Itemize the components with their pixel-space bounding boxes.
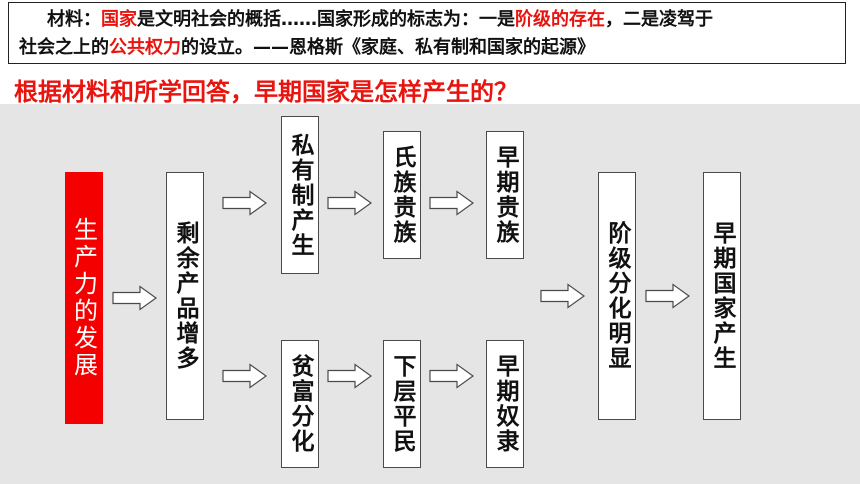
quote-text: 社会之上的 <box>19 37 109 58</box>
question-heading: 根据材料和所学回答，早期国家是怎样产生的？ <box>14 77 518 106</box>
upper-box-clan-nobility: 氏族贵族 <box>383 131 421 259</box>
quote-text: ，二是凌驾于 <box>605 9 713 30</box>
quote-highlight: 公共权力 <box>109 37 181 58</box>
right-arrow-icon <box>645 283 691 309</box>
quote-text: 是文明社会的概括……国家形成的标志为：一是 <box>137 9 515 30</box>
right-arrow-icon <box>429 190 475 216</box>
result-box-early-state: 早期国家产生 <box>703 172 741 420</box>
result-box-label: 早期国家产生 <box>709 221 735 371</box>
right-arrow-icon <box>540 283 586 309</box>
upper-box-label: 早期贵族 <box>492 145 518 245</box>
lower-box-wealth-gap: 贫富分化 <box>281 340 319 468</box>
quote-highlight: 国家 <box>101 9 137 30</box>
right-arrow-icon <box>429 363 475 389</box>
upper-box-label: 私有制产生 <box>287 132 313 258</box>
upper-box-early-nobility: 早期贵族 <box>486 131 524 259</box>
right-arrow-icon <box>222 190 268 216</box>
quote-highlight: 阶级的存在 <box>515 9 605 30</box>
lower-box-label: 下层平民 <box>389 354 415 454</box>
class-division-box: 阶级分化明显 <box>598 172 636 420</box>
lower-box-commoners: 下层平民 <box>383 340 421 468</box>
upper-box-private-ownership: 私有制产生 <box>281 116 319 274</box>
right-arrow-icon <box>327 190 373 216</box>
right-arrow-icon <box>222 363 268 389</box>
quote-text: 的设立。——恩格斯《家庭、私有制和国家的起源》 <box>181 37 595 58</box>
class-division-label: 阶级分化明显 <box>604 221 630 371</box>
lower-box-label: 贫富分化 <box>287 354 313 454</box>
surplus-box-label: 剩余产品增多 <box>172 221 198 371</box>
surplus-box: 剩余产品增多 <box>166 172 204 420</box>
upper-box-label: 氏族贵族 <box>389 145 415 245</box>
quote-line-2: 社会之上的公共权力的设立。——恩格斯《家庭、私有制和国家的起源》 <box>19 34 837 62</box>
lower-box-early-slaves: 早期奴隶 <box>486 340 524 468</box>
quote-text: 材料： <box>47 9 101 30</box>
start-box-label: 生产力的发展 <box>69 217 98 379</box>
quote-line-1: 材料：国家是文明社会的概括……国家形成的标志为：一是阶级的存在，二是凌驾于 <box>19 6 837 34</box>
right-arrow-icon <box>112 285 158 311</box>
flow-diagram: 生产力的发展 剩余产品增多 私有制产生 氏族贵族 早期贵族 贫富分化 下层平民 … <box>0 104 860 484</box>
start-box-productivity: 生产力的发展 <box>65 172 103 424</box>
right-arrow-icon <box>327 363 373 389</box>
source-quote-box: 材料：国家是文明社会的概括……国家形成的标志为：一是阶级的存在，二是凌驾于 社会… <box>8 2 846 64</box>
lower-box-label: 早期奴隶 <box>492 354 518 454</box>
